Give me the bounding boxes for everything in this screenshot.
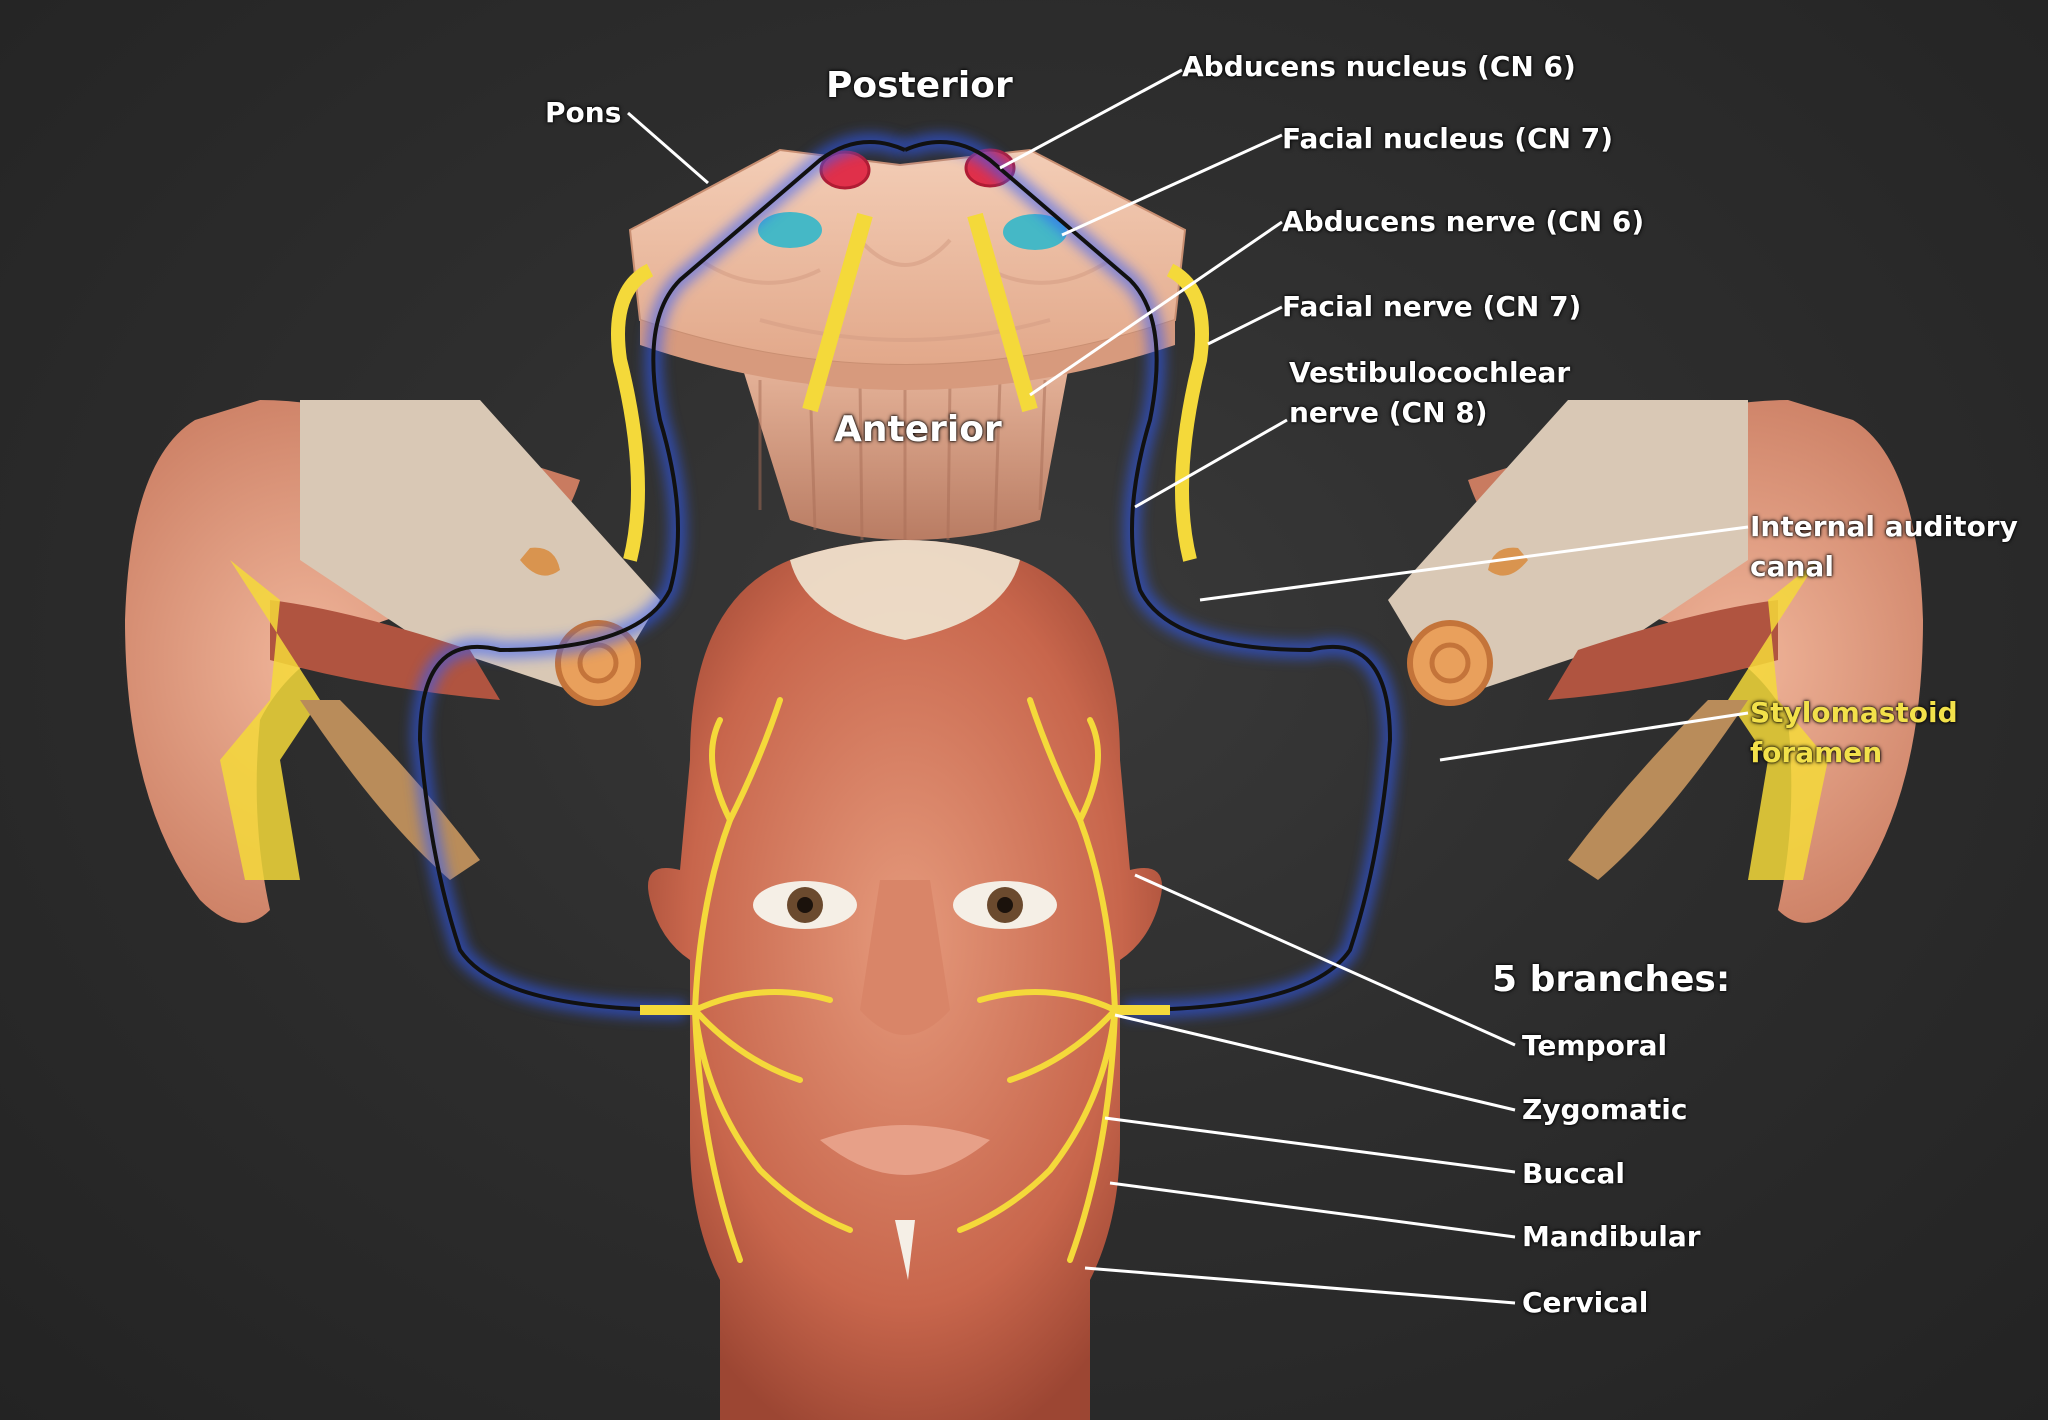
stylomastoid-line-2: foramen xyxy=(1750,736,1883,769)
internal-auditory-line-1: Internal auditory xyxy=(1750,510,2018,543)
label-zygomatic: Zygomatic xyxy=(1522,1093,1688,1126)
head-muscles xyxy=(648,540,1162,1420)
label-abducens-nucleus: Abducens nucleus (CN 6) xyxy=(1182,50,1576,83)
right-ear-cross-section xyxy=(1388,400,1923,923)
internal-auditory-line-2: canal xyxy=(1750,550,1834,583)
label-anterior: Anterior xyxy=(834,409,1002,450)
stylomastoid-line-1: Stylomastoid xyxy=(1750,696,1958,729)
label-posterior: Posterior xyxy=(826,65,1013,106)
label-mandibular: Mandibular xyxy=(1522,1220,1701,1253)
facial-nerve-branches xyxy=(692,697,1118,1263)
label-pons: Pons xyxy=(545,96,622,129)
label-abducens-nerve: Abducens nerve (CN 6) xyxy=(1282,205,1645,238)
label-internal-auditory-canal: Internal auditory canal xyxy=(1750,507,2048,587)
label-stylomastoid-foramen: Stylomastoid foramen xyxy=(1750,693,2048,773)
label-branches-heading: 5 branches: xyxy=(1492,959,1731,1000)
leader-lines xyxy=(627,68,1749,1305)
vestibulocochlear-line-1: Vestibulocochlear xyxy=(1289,356,1571,389)
label-temporal: Temporal xyxy=(1522,1029,1668,1062)
vestibulocochlear-line-2: nerve (CN 8) xyxy=(1289,396,1488,429)
label-vestibulocochlear-nerve: Vestibulocochlear nerve (CN 8) xyxy=(1289,353,1619,433)
left-ear-cross-section xyxy=(125,400,660,923)
label-buccal: Buccal xyxy=(1522,1157,1625,1190)
nerve-pathway xyxy=(410,133,1400,1019)
label-cervical: Cervical xyxy=(1522,1286,1649,1319)
label-facial-nucleus: Facial nucleus (CN 7) xyxy=(1282,122,1614,155)
label-facial-nerve: Facial nerve (CN 7) xyxy=(1282,290,1582,323)
